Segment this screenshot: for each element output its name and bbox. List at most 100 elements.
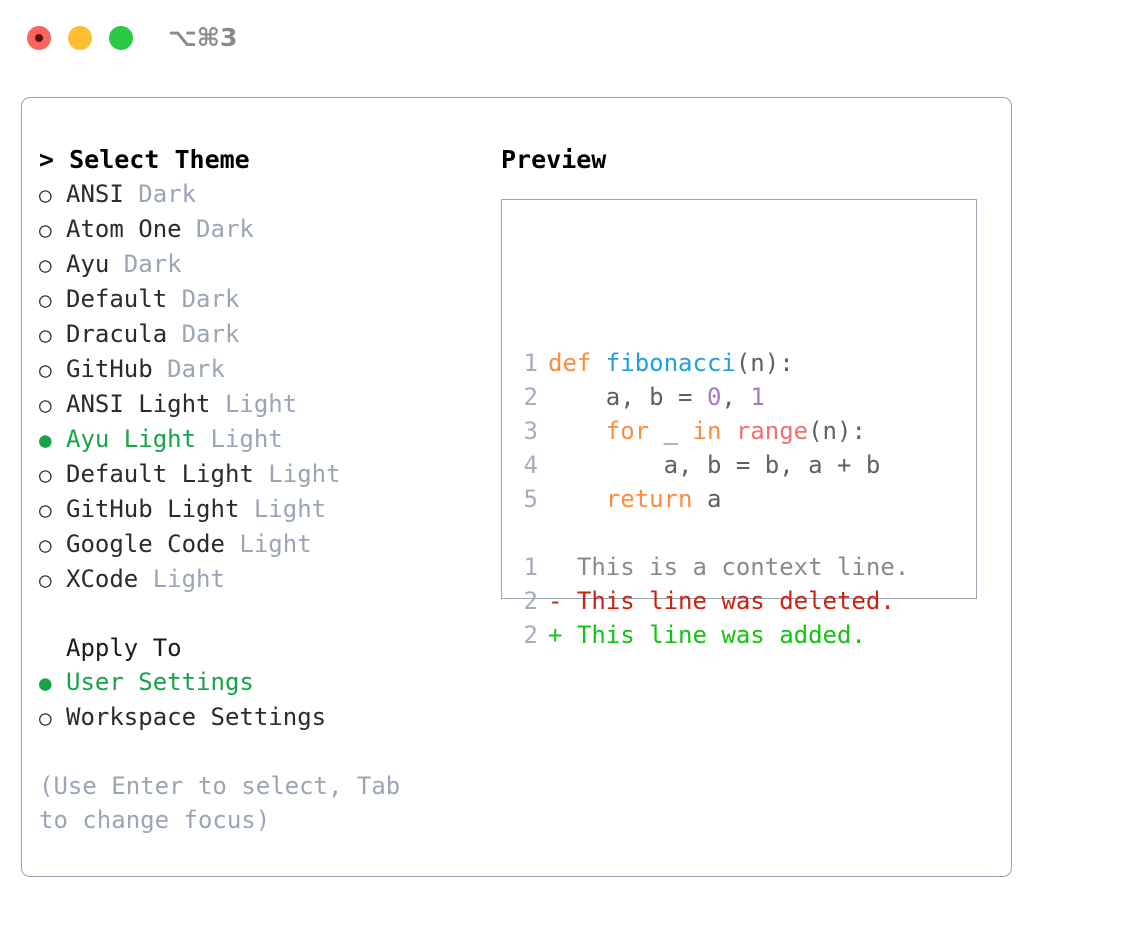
theme-item-variant: Dark: [109, 250, 182, 278]
theme-item-label: Ayu: [66, 250, 110, 278]
theme-item-8[interactable]: ○ Default Light Light: [39, 457, 489, 492]
token-keyword: for: [548, 417, 664, 445]
keyboard-hint-text: (Use Enter to select, Tab to change focu…: [39, 772, 401, 834]
token-punctuation: (n):: [735, 349, 794, 377]
diff-line-number: 1: [523, 553, 538, 581]
theme-item-0[interactable]: ○ANSI Dark: [39, 177, 489, 212]
radio-unselected-icon: ○: [39, 253, 52, 277]
theme-item-variant: Light: [253, 460, 341, 488]
theme-item-6[interactable]: ○ ANSI Light Light: [39, 387, 489, 422]
theme-item-variant: Dark: [123, 180, 197, 208]
theme-item-label: Default: [66, 285, 168, 313]
theme-list[interactable]: ○ANSI Dark○Atom One Dark○Ayu Dark○Defaul…: [39, 177, 489, 597]
diff-line-text-added: + This line was added.: [548, 621, 866, 649]
code-line-0: 1 def fibonacci(n):: [516, 346, 909, 380]
radio-unselected-icon: ○: [39, 323, 52, 347]
diff-line-0: 1 This is a context line.: [516, 550, 910, 584]
theme-item-variant: Dark: [167, 320, 240, 348]
theme-item-label: Ayu Light: [66, 425, 197, 453]
code-diff-separator: [516, 516, 909, 550]
theme-item-5[interactable]: ○ GitHub Dark: [39, 352, 489, 387]
apply-to-list[interactable]: ● User Settings ○ Workspace Settings: [39, 665, 489, 735]
code-line-3: 4 a, b = b, a + b: [516, 448, 909, 482]
theme-item-variant: Light: [239, 495, 327, 523]
theme-item-label: ANSI: [66, 180, 124, 208]
token-variable: a, b =: [548, 383, 707, 411]
minimize-button[interactable]: [68, 26, 92, 50]
theme-item-label: GitHub Light: [66, 495, 240, 523]
preview-heading: Preview: [501, 145, 607, 174]
theme-item-9[interactable]: ○GitHub Light Light: [39, 492, 489, 527]
main-panel: > Select Theme ○ANSI Dark○Atom One Dark○…: [21, 97, 1012, 877]
section-spacer: [39, 597, 489, 631]
code-line-number: 1: [523, 349, 538, 377]
theme-item-label: XCode: [66, 565, 139, 593]
apply-to-item-label: User Settings: [66, 668, 254, 696]
title-bar: ⌥⌘3: [0, 0, 1140, 78]
code-line-4: 5 return a: [516, 482, 909, 516]
token-function: fibonacci: [605, 349, 736, 377]
theme-item-3[interactable]: ○Default Dark: [39, 282, 489, 317]
theme-item-variant: Light: [196, 425, 283, 453]
theme-item-7[interactable]: ● Ayu Light Light: [39, 422, 489, 457]
diff-line-2: 2+ This line was added.: [516, 618, 909, 652]
theme-item-11[interactable]: ○ XCode Light: [39, 562, 489, 597]
token-keyword: return: [548, 485, 707, 513]
theme-item-label: Atom One: [66, 215, 182, 243]
diff-line-1: 2 - This line was deleted.: [516, 584, 909, 618]
theme-item-variant: Light: [138, 565, 225, 593]
theme-item-label: Dracula: [66, 320, 168, 348]
radio-unselected-icon: ○: [39, 358, 52, 382]
token-keyword: in: [692, 417, 736, 445]
radio-unselected-icon: ○: [39, 533, 52, 557]
code-line-number: 3: [523, 417, 538, 445]
keyboard-shortcut-label: ⌥⌘3: [168, 23, 238, 52]
radio-unselected-icon: ○: [39, 706, 52, 730]
theme-picker-column: > Select Theme ○ANSI Dark○Atom One Dark○…: [39, 143, 489, 837]
radio-selected-icon: ●: [39, 671, 52, 695]
close-button[interactable]: [27, 26, 51, 50]
radio-unselected-icon: ○: [39, 393, 52, 417]
theme-item-variant: Dark: [181, 215, 254, 243]
theme-item-label: Default Light: [66, 460, 254, 488]
token-keyword: def: [548, 349, 606, 377]
theme-item-variant: Dark: [152, 355, 225, 383]
token-punctuation: ,: [721, 383, 751, 411]
radio-unselected-icon: ○: [39, 463, 52, 487]
code-line-1: 2 a, b = 0, 1: [516, 380, 909, 414]
select-theme-heading: > Select Theme: [39, 145, 250, 174]
theme-item-label: GitHub: [66, 355, 153, 383]
theme-item-label: ANSI Light: [66, 390, 211, 418]
token-number: 1: [750, 383, 765, 411]
theme-item-variant: Light: [224, 530, 312, 558]
radio-selected-icon: ●: [39, 428, 52, 452]
theme-item-4[interactable]: ○ Dracula Dark: [39, 317, 489, 352]
theme-item-10[interactable]: ○ Google Code Light: [39, 527, 489, 562]
token-punctuation: (n):: [808, 417, 866, 445]
theme-item-variant: Dark: [167, 285, 240, 313]
apply-to-item-label: Workspace Settings: [66, 703, 327, 731]
maximize-button[interactable]: [109, 26, 133, 50]
token-builtin: range: [735, 417, 809, 445]
radio-unselected-icon: ○: [39, 568, 52, 592]
token-number: 0: [706, 383, 722, 411]
token-variable: _: [663, 417, 693, 445]
theme-item-2[interactable]: ○ Ayu Dark: [39, 247, 489, 282]
diff-line-text-deleted: - This line was deleted.: [548, 587, 895, 615]
theme-item-variant: Light: [210, 390, 298, 418]
code-line-number: 5: [523, 485, 538, 513]
theme-item-label: Google Code: [66, 530, 225, 558]
diff-line-number: 2: [523, 587, 538, 615]
theme-item-1[interactable]: ○ Atom One Dark: [39, 212, 489, 247]
apply-to-heading: Apply To: [66, 634, 182, 662]
radio-unselected-icon: ○: [39, 218, 52, 242]
apply-to-item-1[interactable]: ○ Workspace Settings: [39, 700, 489, 735]
apply-to-item-0[interactable]: ● User Settings: [39, 665, 489, 700]
window-controls: [27, 26, 133, 50]
panel-content: > Select Theme ○ANSI Dark○Atom One Dark○…: [22, 98, 1011, 876]
token-variable: a: [706, 485, 722, 513]
